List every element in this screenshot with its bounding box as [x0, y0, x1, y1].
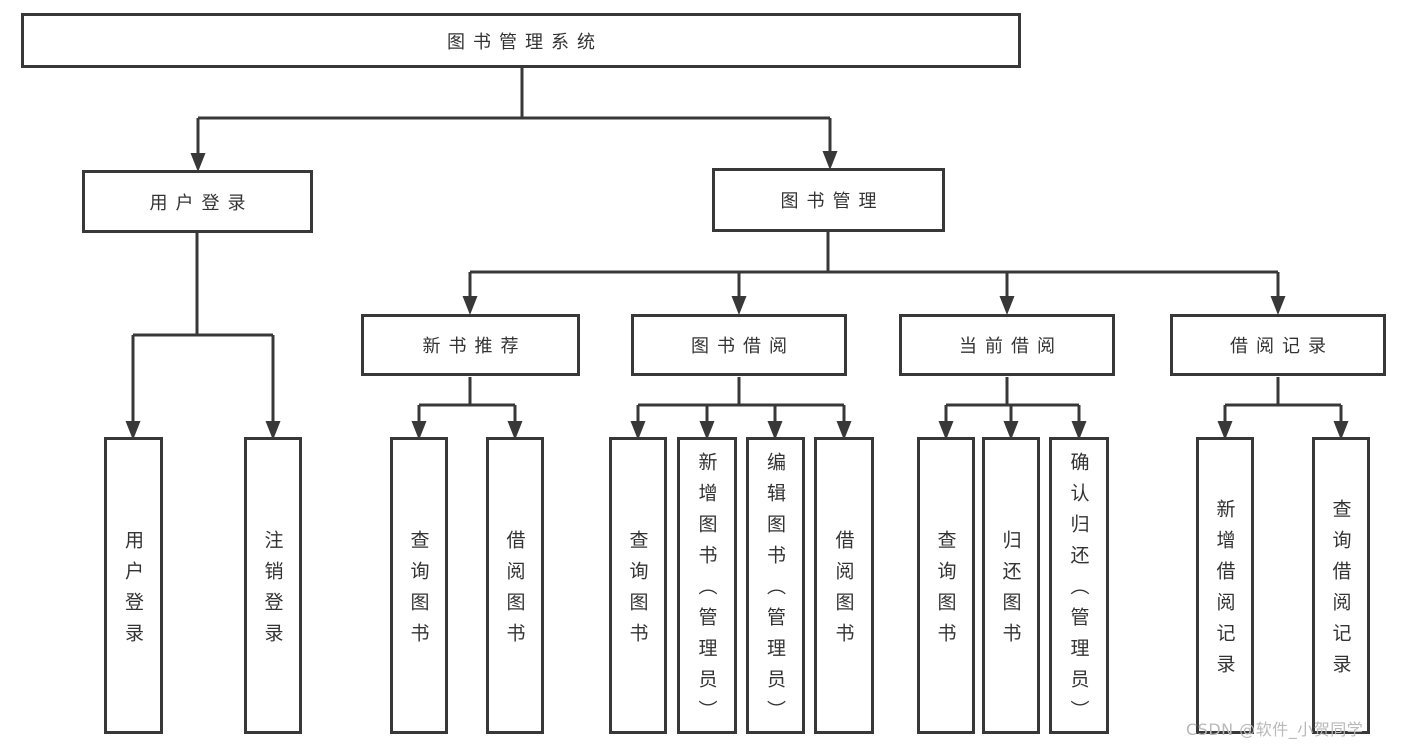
leaf-return-books: 归还图书 — [982, 437, 1040, 734]
leaf-user-login-label: 用户登录 — [122, 529, 144, 654]
leaf-borrowing-query-books: 查询图书 — [609, 437, 667, 734]
leaf-add-books-admin-label: 新增图书（管理员） — [695, 452, 718, 731]
leaf-query-borrow-record-label: 查询借阅记录 — [1329, 498, 1352, 685]
leaf-add-books-admin: 新增图书（管理员） — [677, 437, 737, 734]
leaf-borrow-books: 借阅图书 — [814, 437, 874, 734]
node-new-book-recommend: 新书推荐 — [361, 314, 580, 376]
csdn-watermark: CSDN @软件_小贺同学 — [1186, 720, 1364, 739]
leaf-logout-label: 注销登录 — [261, 529, 284, 654]
node-current-borrowing-label: 当前借阅 — [959, 336, 1063, 357]
node-user-login-label: 用户登录 — [149, 192, 254, 214]
node-root: 图书管理系统 — [21, 13, 1021, 68]
leaf-add-borrow-record-label: 新增借阅记录 — [1213, 498, 1236, 685]
node-book-management: 图书管理 — [712, 168, 945, 232]
node-book-borrowing: 图书借阅 — [631, 314, 847, 376]
node-book-management-label: 图书管理 — [780, 191, 885, 212]
node-root-label: 图书管理系统 — [447, 31, 603, 53]
connector-lines — [131, 68, 1343, 422]
leaf-query-borrow-record: 查询借阅记录 — [1312, 437, 1370, 734]
leaf-newbook-query-books-label: 查询图书 — [407, 529, 430, 654]
leaf-confirm-return-admin-label: 确认归还（管理员） — [1067, 452, 1090, 731]
leaf-logout: 注销登录 — [244, 437, 302, 734]
node-current-borrowing: 当前借阅 — [899, 314, 1115, 376]
node-book-borrowing-label: 图书借阅 — [691, 336, 795, 357]
leaf-confirm-return-admin: 确认归还（管理员） — [1049, 437, 1109, 734]
leaf-edit-books-admin-label: 编辑图书（管理员） — [764, 452, 786, 731]
leaf-user-login: 用户登录 — [104, 437, 163, 734]
leaf-add-borrow-record: 新增借阅记录 — [1196, 437, 1254, 734]
leaf-return-books-label: 归还图书 — [999, 529, 1022, 654]
node-new-book-recommend-label: 新书推荐 — [422, 336, 527, 357]
leaf-edit-books-admin: 编辑图书（管理员） — [746, 437, 805, 734]
node-user-login: 用户登录 — [82, 170, 313, 233]
node-borrowing-records: 借阅记录 — [1170, 314, 1386, 376]
leaf-borrowing-query-books-label: 查询图书 — [626, 529, 649, 654]
leaf-newbook-query-books: 查询图书 — [390, 437, 448, 734]
leaf-borrow-books-label: 借阅图书 — [832, 529, 855, 654]
leaf-current-query-books: 查询图书 — [917, 437, 975, 734]
leaf-newbook-borrow-books-label: 借阅图书 — [503, 529, 526, 654]
leaf-newbook-borrow-books: 借阅图书 — [486, 437, 544, 734]
leaf-current-query-books-label: 查询图书 — [934, 529, 957, 654]
node-borrowing-records-label: 借阅记录 — [1230, 336, 1334, 357]
